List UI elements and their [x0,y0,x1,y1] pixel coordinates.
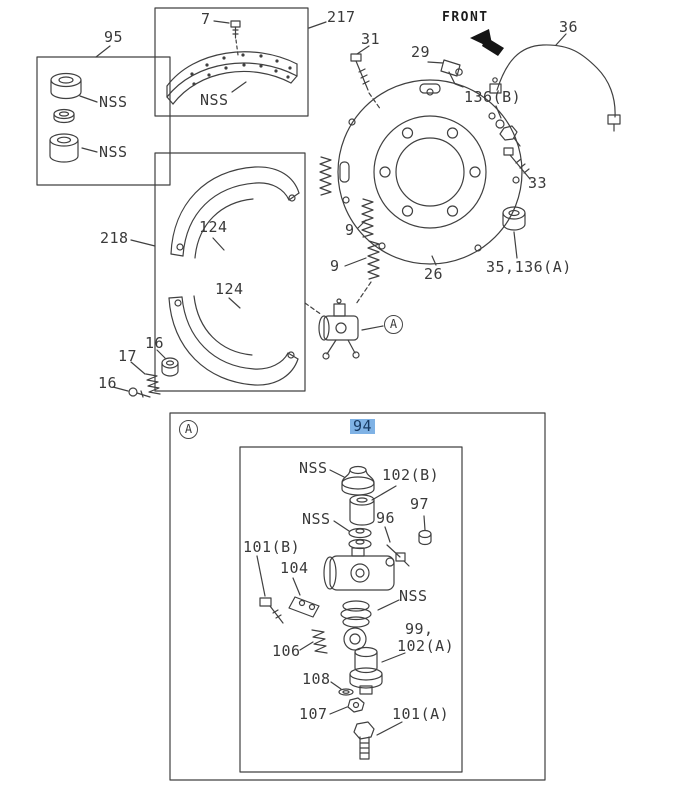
callout-33[interactable]: 33 [528,174,548,192]
callout-36[interactable]: 36 [559,18,579,36]
callout-136b[interactable]: 136(B) [464,88,522,106]
callout-217[interactable]: 217 [327,8,356,26]
return-springs-9 [319,156,380,305]
callout-96[interactable]: 96 [376,509,396,527]
adjuster-parts-16-17 [112,349,179,398]
lever-29 [427,59,464,88]
bolt-101b [256,555,284,624]
box-217-outline [154,7,327,117]
boot-nss-lower [340,599,400,628]
callout-101a[interactable]: 101(A) [392,705,450,723]
cylinder-body [323,547,395,591]
callout-102a[interactable]: 102(A) [397,637,455,655]
brake-shoe-upper-124 [170,166,300,259]
callout-17[interactable]: 17 [118,347,138,365]
front-direction-label: FRONT [442,10,489,25]
box-95-outline [36,45,171,186]
nss-label-cups: NSS [302,510,331,528]
boot-nss-upper [329,465,375,496]
link-104 [288,577,320,618]
callout-101b[interactable]: 101(B) [243,538,301,556]
callout-35-136a[interactable]: 35,136(A) [486,258,572,276]
nss-label-boot-lower: NSS [399,587,428,605]
assembly-marker-a: A [384,315,403,334]
cap-35-136a [502,206,526,259]
bolt-33 [503,147,531,180]
cup-seals-nss [333,520,372,550]
wheel-cylinder-assembly-a [304,298,384,360]
callout-104[interactable]: 104 [280,559,309,577]
callout-106[interactable]: 106 [272,642,301,660]
callout-9-a[interactable]: 9 [345,221,355,239]
nut-107 [329,697,365,715]
detail-marker-a: A [179,420,198,439]
bolt-31 [350,45,382,111]
callout-218[interactable]: 218 [100,229,129,247]
callout-16-bottom[interactable]: 16 [98,374,118,392]
spring-106 [299,629,328,654]
callout-29[interactable]: 29 [411,43,431,61]
detail-outer-box [169,412,546,781]
bolt-7 [213,20,241,56]
callout-94-selected[interactable]: 94 [350,419,376,434]
callout-107[interactable]: 107 [299,705,328,723]
brake-shoe-lower-124 [168,295,299,386]
callout-97[interactable]: 97 [410,495,430,513]
callout-108[interactable]: 108 [302,670,331,688]
piston-assembly-99-102a [349,646,406,695]
backing-plate-26 [337,79,523,266]
callout-95[interactable]: 95 [104,28,124,46]
brake-lining [166,51,298,105]
callout-16-top[interactable]: 16 [145,334,165,352]
grease-cup-parts-95 [49,72,98,163]
box-218-outline [130,152,306,392]
callout-9-b[interactable]: 9 [330,257,340,275]
bolt-101a [353,721,403,760]
callout-99[interactable]: 99, [405,620,434,638]
cap-97 [418,515,432,546]
piston-102b [349,485,397,526]
nss-label-217: NSS [200,91,229,109]
callout-26[interactable]: 26 [424,265,444,283]
callout-124-lower[interactable]: 124 [215,280,244,298]
nss-label-95-bottom: NSS [99,143,128,161]
nss-label-95-top: NSS [99,93,128,111]
washer-108 [330,681,354,696]
seal-ring [343,627,367,651]
callout-102b[interactable]: 102(B) [382,466,440,484]
bleeder-screw-96 [384,526,410,567]
front-arrow-icon [470,29,504,56]
brake-pipe-36 [489,33,621,132]
nss-label-boot-upper: NSS [299,459,328,477]
callout-7[interactable]: 7 [201,10,211,28]
detail-inner-box-94 [239,446,463,773]
callout-124-upper[interactable]: 124 [199,218,228,236]
callout-31[interactable]: 31 [361,30,381,48]
